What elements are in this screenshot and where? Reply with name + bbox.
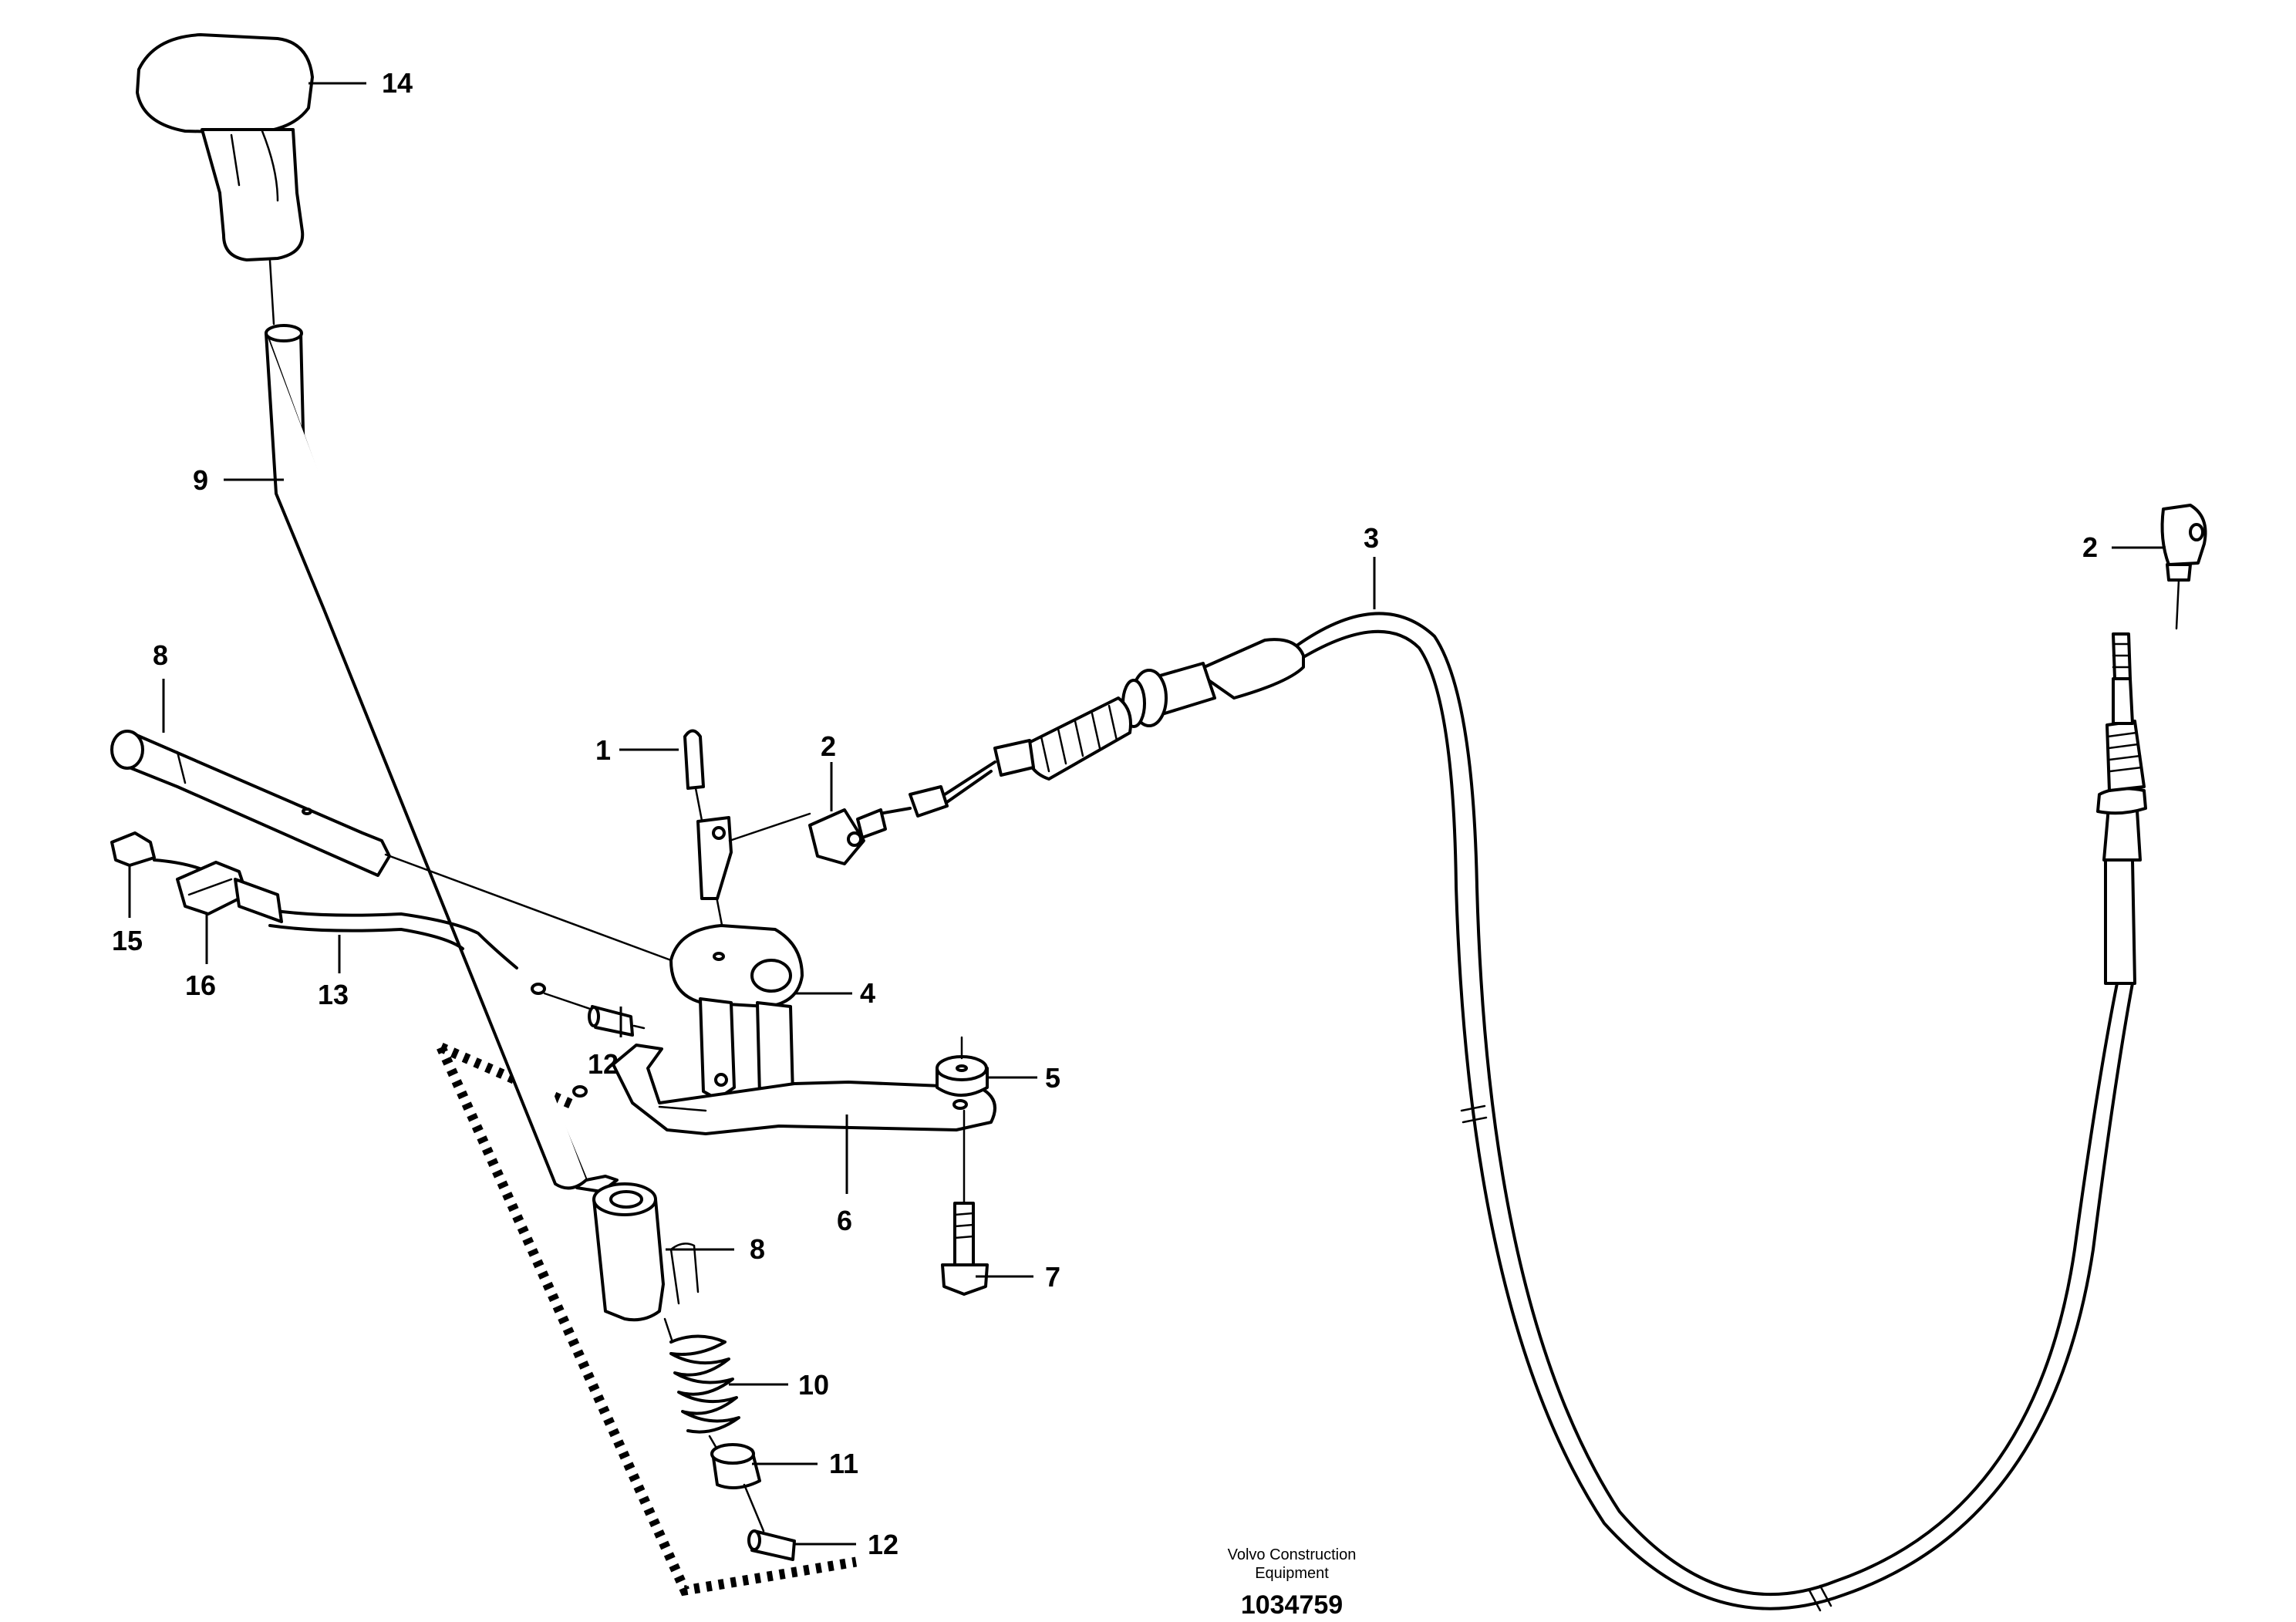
callout-6: 6	[837, 1205, 852, 1236]
footer-company-line2: Equipment	[1255, 1565, 1329, 1582]
callout-4: 4	[860, 977, 875, 1009]
callout-15: 15	[112, 925, 143, 956]
part-2-clevis-left	[808, 808, 887, 865]
callout-13: 13	[318, 979, 349, 1010]
part-4-bracket	[669, 812, 811, 1104]
part-16-connector	[176, 861, 283, 923]
drawing-number: 1034759	[1241, 1590, 1343, 1620]
callout-3: 3	[1364, 522, 1379, 554]
part-14-knob	[136, 33, 314, 325]
callout-16: 16	[185, 969, 216, 1001]
part-12-pin-upper	[543, 992, 646, 1037]
part-12-pin-lower	[747, 1529, 796, 1561]
callout-8-upper: 8	[153, 639, 168, 671]
callout-2-left: 2	[821, 730, 836, 762]
assembly-bracket-dashed	[437, 1043, 858, 1597]
callout-1: 1	[595, 734, 611, 766]
callout-11: 11	[829, 1448, 858, 1479]
callout-10: 10	[798, 1369, 829, 1401]
callout-8-lower: 8	[750, 1233, 765, 1265]
footer-company-line1: Volvo Construction	[1228, 1546, 1357, 1563]
callout-2-right: 2	[2082, 531, 2098, 563]
callout-5: 5	[1045, 1062, 1060, 1094]
part-3-cable	[878, 612, 2147, 1612]
part-11-bushing	[710, 1443, 765, 1533]
callout-9: 9	[193, 464, 208, 496]
callout-12-lower: 12	[868, 1529, 899, 1560]
part-2-clevis-right	[2160, 504, 2207, 630]
callout-7: 7	[1045, 1261, 1060, 1293]
part-8-tube-upper	[110, 730, 673, 962]
part-15-connector	[110, 831, 156, 867]
part-8-sleeve-lower	[592, 1182, 700, 1344]
part-5-spacer	[936, 1036, 989, 1097]
callout-14: 14	[382, 67, 413, 99]
part-9-lever	[265, 324, 619, 1193]
leader-lines	[128, 82, 2166, 1546]
part-7-bolt	[941, 1109, 989, 1296]
callout-12-upper: 12	[588, 1048, 619, 1080]
part-6-plate	[612, 1044, 996, 1135]
